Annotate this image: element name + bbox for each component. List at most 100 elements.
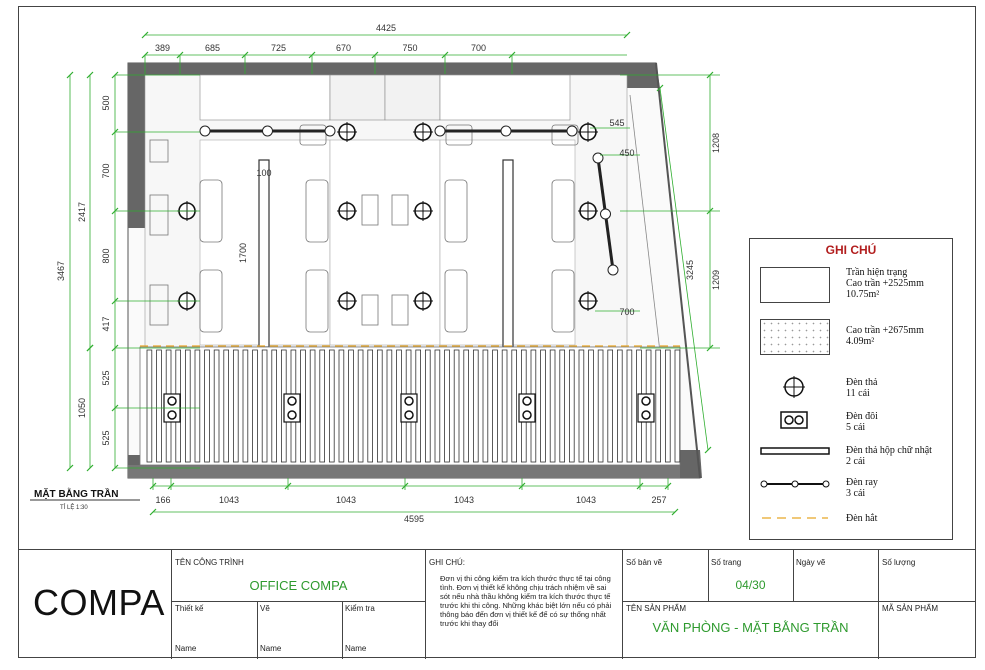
dimension-label: 1209 (711, 270, 721, 290)
dimension-line (659, 87, 709, 451)
dimension-tick (66, 71, 74, 79)
pendant-light-icon (413, 201, 433, 221)
dimension-tick (86, 464, 94, 472)
ceiling-slat (559, 349, 565, 463)
dimension-tick (656, 84, 664, 92)
project-name: OFFICE COMPA (249, 578, 348, 593)
dimension-tick (86, 71, 94, 79)
ceiling-slat (549, 349, 556, 463)
dimension-lines (66, 31, 720, 516)
ceiling-slat (367, 349, 373, 463)
legend-text: Đèn thả (846, 377, 878, 388)
dimension-label: 1043 (336, 495, 356, 505)
track-spot-icon (434, 125, 446, 137)
dimension-label: 525 (101, 430, 111, 445)
dimension-label: 4595 (404, 514, 424, 524)
logo-cell: COMPA (18, 550, 171, 659)
legend-text: 11 cái (846, 388, 870, 399)
legend-text: Cao trần +2525mm (846, 278, 924, 289)
ceiling-slat (261, 349, 268, 463)
project-label: TÊN CÔNG TRÌNH (175, 558, 244, 567)
track-spot-icon (607, 264, 619, 276)
drawer-label: Vẽ (260, 604, 270, 613)
dimension-tick (86, 344, 94, 352)
double-light-icon (400, 393, 418, 423)
checker-name: Name (345, 644, 367, 653)
title-block: COMPA TÊN CÔNG TRÌNH OFFICE COMPA Thiết … (18, 549, 976, 659)
ceiling-slat (501, 349, 508, 463)
dimension-label: 450 (619, 148, 634, 158)
quantity-label: Số lượng (882, 558, 916, 567)
ceiling-slat (482, 349, 489, 463)
ceiling-slat (232, 349, 239, 463)
dimension-tick (149, 508, 157, 516)
pendant-light-icon (578, 201, 598, 221)
ceiling-slat (453, 349, 460, 463)
dimension-label: 700 (619, 307, 634, 317)
double-light-icon (637, 393, 655, 423)
note-cell: GHI CHÚ: Đơn vị thi công kiểm tra kích t… (425, 550, 622, 659)
legend-panel: GHI CHÚ Trần hiện trạng Cao trần +2525mm… (749, 238, 953, 540)
page-number-label: Số trang (711, 558, 742, 567)
dimension-tick (141, 31, 149, 39)
page-number: 04/30 (735, 578, 766, 592)
dimension-label: 1050 (77, 398, 87, 418)
dimension-label: 725 (271, 43, 286, 53)
dimension-label: 166 (155, 495, 170, 505)
track-lights (199, 125, 619, 276)
dimension-label: 1208 (711, 133, 721, 153)
legend-text: Đèn hắt (846, 513, 878, 524)
track-spot-icon (324, 125, 336, 137)
dimension-label: 389 (155, 43, 170, 53)
checker-label: Kiểm tra (345, 604, 375, 613)
note-text: Đơn vị thi công kiểm tra kích thước thực… (440, 574, 612, 628)
ceiling-slat (223, 349, 230, 463)
ceiling-slat (674, 349, 681, 463)
dimension-tick (704, 446, 712, 454)
legend-text: Đèn thả hộp chữ nhật (846, 445, 932, 456)
box-light-icon (760, 447, 830, 455)
ceiling-slat (434, 349, 441, 463)
designer-label: Thiết kế (175, 604, 204, 613)
date-label: Ngày vẽ (796, 558, 826, 567)
ceiling-slat (300, 349, 306, 463)
ceiling-slat (569, 349, 575, 463)
track-spot-icon (566, 125, 578, 137)
ceiling-slat (626, 349, 633, 463)
pendant-light-icon (337, 122, 357, 142)
dimension-label: 3467 (56, 261, 66, 281)
ceiling-slat (338, 349, 345, 463)
dimension-label: 4425 (376, 23, 396, 33)
ceiling-slat (184, 349, 191, 463)
ceiling-slat (511, 349, 517, 463)
product-name: VĂN PHÒNG - MẶT BẰNG TRẦN (652, 620, 849, 635)
product-label: TÊN SẢN PHẨM (626, 604, 687, 613)
project-cell: TÊN CÔNG TRÌNH OFFICE COMPA Thiết kế Vẽ … (171, 550, 425, 659)
drawing-scale: TỈ LỆ 1:30 (60, 503, 88, 511)
pendant-light-icon (783, 376, 805, 398)
dimension-label: 700 (471, 43, 486, 53)
swatch-raised-ceiling-icon (760, 319, 830, 355)
dimension-label: 750 (402, 43, 417, 53)
double-light-icon (518, 393, 536, 423)
cove-light-icon (762, 517, 828, 519)
dimension-label: 1043 (576, 495, 596, 505)
ceiling-slat (597, 349, 604, 463)
drawing-title: MẶT BẰNG TRẦN (34, 487, 118, 500)
dimension-label: 1043 (454, 495, 474, 505)
dimension-label: 1043 (219, 495, 239, 505)
furniture-chairs (149, 124, 579, 333)
dimension-label: 800 (101, 248, 111, 263)
legend-text: Cao trần +2675mm (846, 325, 924, 336)
track-spot-icon (500, 125, 512, 137)
company-logo: COMPA (33, 582, 165, 623)
ceiling-slat (578, 349, 585, 463)
ceiling-slat (348, 349, 354, 463)
ceiling-slat (540, 349, 546, 463)
dimension-label: 1700 (238, 243, 248, 263)
ceiling-slat (472, 349, 479, 463)
double-light-icon (283, 393, 301, 423)
dimension-tick (671, 508, 679, 516)
ceiling-slat (588, 349, 594, 463)
